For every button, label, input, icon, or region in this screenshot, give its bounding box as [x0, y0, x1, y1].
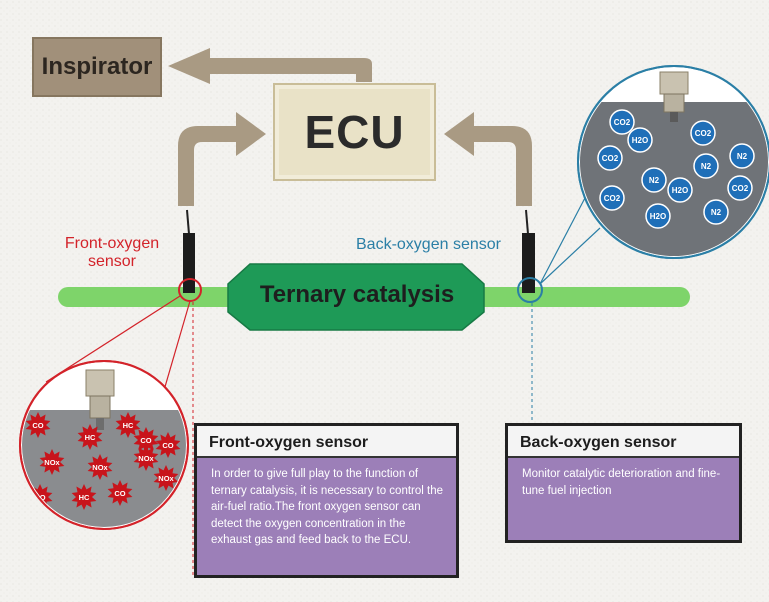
front-info-title: Front-oxygen sensor — [197, 426, 456, 458]
clean-molecule: H2O — [627, 127, 653, 153]
pollutant-molecule: NOx — [133, 445, 159, 471]
ecu-box: ECU — [273, 83, 436, 181]
clean-molecule-label: H2O — [650, 212, 666, 221]
clean-molecule-label: CO2 — [614, 118, 631, 127]
clean-molecule-label: CO2 — [732, 184, 749, 193]
pollutant-molecule-label: CO — [162, 441, 173, 450]
pollutant-molecule: NOx — [153, 465, 179, 491]
clean-molecule-label: CO2 — [602, 154, 619, 163]
pollutant-molecule-label: NOx — [92, 463, 108, 472]
clean-molecule-label: H2O — [672, 186, 688, 195]
arrow-back-sensor-to-ecu — [444, 112, 532, 206]
back-zoom-line — [539, 195, 587, 285]
clean-molecule: H2O — [645, 203, 671, 229]
pollutant-molecule: HC — [77, 424, 103, 450]
clean-molecule: N2 — [693, 153, 719, 179]
clean-molecule-label: N2 — [649, 176, 660, 185]
catalytic-converter — [227, 263, 485, 331]
clean-molecule-label: N2 — [701, 162, 712, 171]
pollutant-molecule-label: CO — [32, 421, 43, 430]
arrow-front-sensor-to-ecu — [178, 112, 266, 206]
pollutant-molecule-label: CO — [140, 436, 151, 445]
pollutant-molecule: CO — [133, 427, 159, 453]
pollutant-molecule: NOx — [39, 449, 65, 475]
clean-molecule-label: CO2 — [604, 194, 621, 203]
back-sensor-info-box: Back-oxygen sensor Monitor catalytic det… — [505, 423, 742, 543]
front-sensor-label-line1: Front-oxygen — [64, 235, 160, 252]
pollutant-molecule: HC — [115, 412, 141, 438]
front-sensor-label: Front-oxygen sensor — [52, 235, 172, 271]
pollutant-molecule: CO — [107, 480, 133, 506]
front-info-body: In order to give full play to the functi… — [211, 468, 444, 547]
clean-molecule: CO2 — [609, 109, 635, 135]
front-sensor-zoom: COHCCONOxNOxNOxCOHCCONOxHCCO — [19, 360, 189, 530]
clean-molecule: CO2 — [690, 120, 716, 146]
front-sensor-info-box: Front-oxygen sensor In order to give ful… — [194, 423, 459, 578]
clean-molecule: N2 — [641, 167, 667, 193]
clean-molecule: N2 — [729, 143, 755, 169]
pollutant-molecule-label: HC — [79, 493, 90, 502]
back-zoom-line — [539, 227, 601, 285]
front-sensor-label-line2: sensor — [87, 253, 137, 270]
clean-molecule-label: CO2 — [695, 129, 712, 138]
inspirator-box: Inspirator — [32, 37, 162, 97]
pollutant-molecule: HC — [71, 484, 97, 510]
arrow-ecu-to-inspirator — [168, 48, 372, 84]
back-sensor-label: Back-oxygen sensor — [356, 236, 501, 253]
clean-molecule-label: N2 — [711, 208, 722, 217]
clean-molecule: CO2 — [727, 175, 753, 201]
pollutant-molecule: NOx — [87, 454, 113, 480]
back-info-body: Monitor catalytic deterioration and fine… — [522, 468, 721, 497]
pollutant-molecule: CO — [25, 412, 51, 438]
pollutant-molecule-label: NOx — [158, 474, 174, 483]
pollutant-molecule-label: HC — [123, 421, 134, 430]
clean-molecule: CO2 — [599, 185, 625, 211]
clean-molecule: CO2 — [597, 145, 623, 171]
clean-molecule: N2 — [703, 199, 729, 225]
pollutant-molecule-label: NOx — [44, 458, 60, 467]
ecu-label: ECU — [304, 106, 405, 158]
clean-molecule-label: N2 — [737, 152, 748, 161]
inspirator-label: Inspirator — [41, 53, 153, 80]
pollutant-molecule: CO — [155, 432, 181, 458]
pollutant-molecule-label: CO — [114, 489, 125, 498]
back-info-title: Back-oxygen sensor — [508, 426, 739, 458]
pollutant-molecule-label: HC — [85, 433, 96, 442]
clean-molecule: H2O — [667, 177, 693, 203]
catalysis-label: Ternary catalysis — [259, 281, 455, 308]
pollutant-molecule-label: NOx — [138, 454, 154, 463]
back-oxygen-sensor — [517, 209, 543, 303]
front-zoom-line — [45, 295, 181, 383]
clean-molecule-label: H2O — [632, 136, 648, 145]
